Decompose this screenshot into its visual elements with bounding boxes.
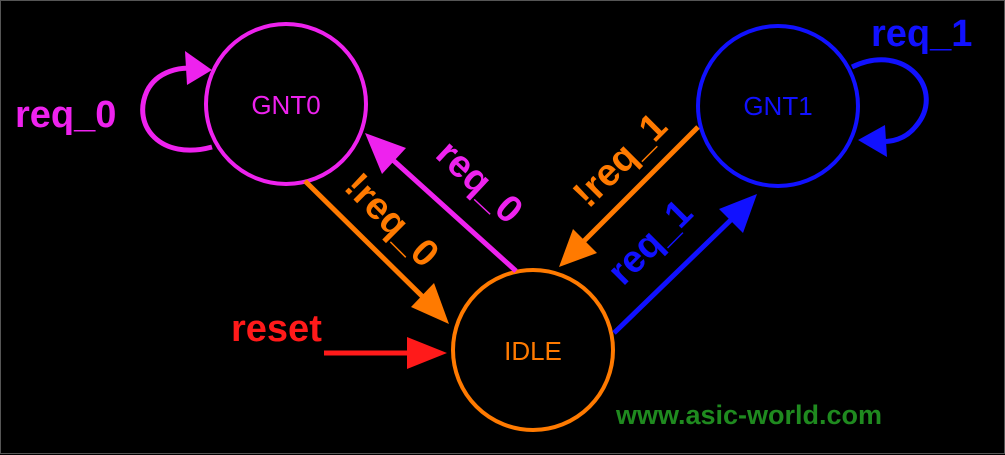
idle-to-gnt0-arrow: [381, 149, 518, 273]
gnt1-self-loop-arrow: [850, 57, 929, 144]
reset-label: reset: [231, 308, 322, 350]
idle-to-gnt0-arrowhead: [365, 133, 406, 174]
gnt1-to-idle-arrow: [577, 125, 700, 248]
state-idle-label: IDLE: [504, 336, 562, 366]
state-gnt1: [696, 24, 860, 188]
state-idle: [451, 268, 615, 432]
idle-to-gnt1-arrowhead: [719, 194, 757, 233]
state-gnt0: [204, 22, 368, 186]
gnt0-to-idle-arrowhead: [411, 283, 449, 324]
gnt1-to-idle-arrowhead: [559, 229, 597, 267]
watermark-text: www.asic-world.com: [615, 400, 882, 430]
gnt0-to-idle-arrow: [303, 179, 431, 305]
gnt1-self-loop-arrowhead: [858, 125, 887, 157]
gnt1-to-idle-label: !req_1: [565, 105, 675, 215]
idle-to-gnt1-arrow: [612, 212, 739, 335]
idle-to-gnt0-label: req_0: [428, 132, 531, 232]
state-gnt0-label: GNT0: [251, 90, 320, 120]
state-gnt1-label: GNT1: [743, 91, 812, 121]
gnt0-self-loop-label: req_0: [15, 94, 116, 136]
gnt0-to-idle-label: !req_0: [336, 165, 446, 275]
gnt1-self-loop-label: req_1: [871, 13, 972, 55]
gnt0-self-loop-arrowhead: [185, 51, 212, 85]
reset-arrowhead: [407, 337, 447, 369]
gnt0-self-loop-arrow: [140, 65, 213, 153]
